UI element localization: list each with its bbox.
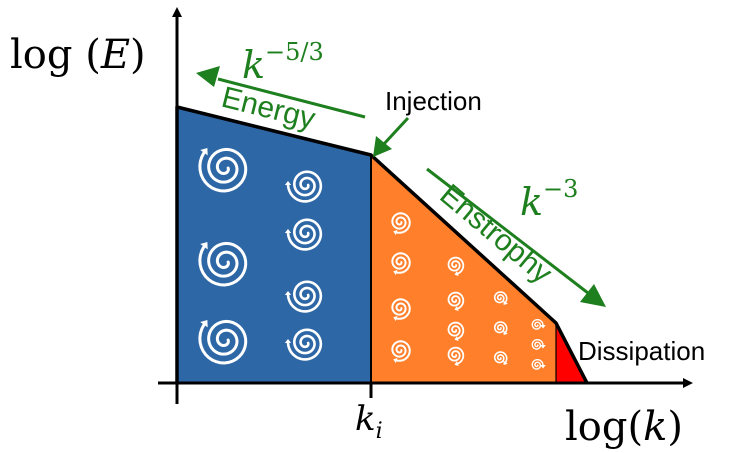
swirl-vortex-icon: [284, 170, 323, 203]
swirl-vortex-icon: [391, 212, 411, 236]
injection-label: Injection: [385, 86, 482, 116]
swirl-vortex-icon: [447, 256, 465, 277]
swirl-vortex-icon: [531, 338, 546, 350]
swirl-vortex-icon: [284, 218, 323, 251]
swirl-vortex-icon: [531, 318, 546, 330]
swirl-vortex-icon: [447, 291, 465, 312]
swirl-vortex-icon: [198, 319, 248, 365]
swirl-vortex-icon: [391, 252, 411, 276]
ki-tick-label: ki: [355, 399, 383, 444]
energy-arrow-icon: [196, 66, 366, 119]
injection-arrow-icon: [373, 116, 410, 157]
swirl-vortex-icon: [391, 298, 411, 322]
enstrophy-arrow-icon: [426, 167, 606, 307]
swirl-vortex-icon: [447, 346, 465, 367]
dissipation-label: Dissipation: [578, 336, 705, 366]
swirl-vortex-icon: [198, 241, 248, 287]
swirl-vortex-icon: [493, 321, 508, 335]
swirl-vortex-icon: [493, 351, 508, 365]
energy-slope-label: k−5/3: [242, 38, 324, 87]
swirl-vortex-icon: [391, 340, 411, 364]
swirl-vortex-icon: [284, 280, 323, 313]
swirl-vortex-icon: [493, 291, 508, 305]
vortex-swirls: [198, 147, 546, 370]
energy-range-region: [177, 107, 371, 383]
swirl-vortex-icon: [447, 321, 465, 342]
y-axis-label: log (E): [10, 32, 146, 78]
swirl-vortex-icon: [531, 358, 546, 370]
swirl-vortex-icon: [284, 328, 323, 361]
swirl-vortex-icon: [198, 147, 248, 193]
enstrophy-slope-label: k−3: [520, 175, 578, 224]
x-axis-label: log(k): [565, 404, 683, 450]
